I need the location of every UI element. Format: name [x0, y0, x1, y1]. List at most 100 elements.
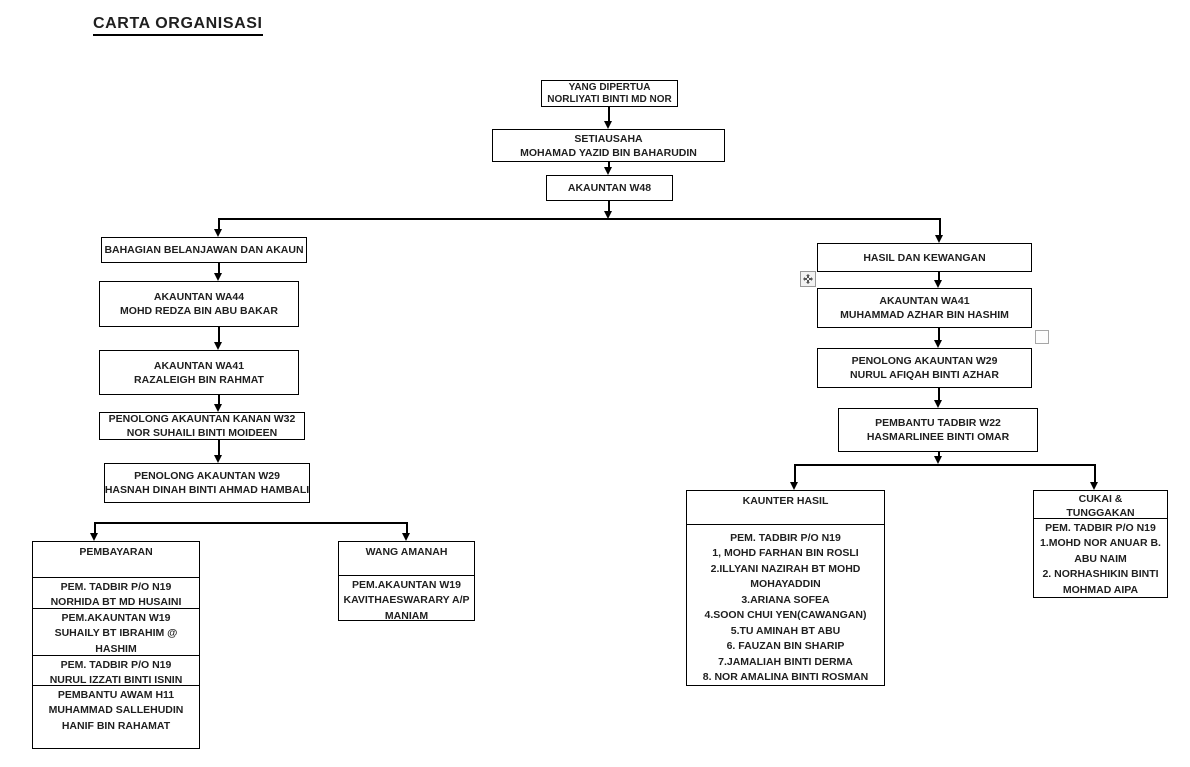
text-line: MOHMAD AIPA [1062, 583, 1139, 596]
selection-handle[interactable] [1035, 330, 1049, 344]
connector-line [1094, 464, 1096, 482]
connector-arrowhead [934, 280, 942, 288]
connector-line [218, 395, 220, 404]
text-line: 2.ILLYANI NAZIRAH BT MOHD [710, 562, 861, 575]
connector-arrowhead [934, 400, 942, 408]
text-line: HASMARLINEE BINTI OMAR [866, 431, 1010, 443]
text-line: PENOLONG AKAUNTAN W29 [851, 355, 998, 367]
connector-line [939, 218, 941, 235]
text-line: AKAUNTAN W48 [567, 182, 652, 194]
connector-line [794, 464, 796, 482]
node-kaunter-hasil: KAUNTER HASIL PEM. TADBIR P/O N19 1, MOHD… [686, 490, 885, 686]
text-line: 5.TU AMINAH BT ABU [730, 624, 841, 637]
connector-line [219, 218, 940, 220]
connector-line [795, 464, 1095, 466]
node-header: WANG AMANAH [365, 546, 448, 558]
connector-arrowhead [934, 456, 942, 464]
connector-line [938, 272, 940, 280]
text-line: NORLIYATI BINTI MD NOR [547, 93, 672, 105]
connector-line [218, 263, 220, 273]
text-line: MOHD REDZA BIN ABU BAKAR [120, 305, 278, 317]
text-line: ABU NAIM [1074, 552, 1127, 565]
connector-line [218, 440, 220, 455]
text-line: BAHAGIAN BELANJAWAN DAN AKAUN [104, 244, 304, 256]
text-line: AKAUNTAN WA41 [153, 359, 245, 372]
connector-arrowhead [214, 455, 222, 463]
connector-line [608, 162, 610, 168]
connector-arrowhead [935, 235, 943, 243]
text-line: HANIF BIN RAHAMAT [61, 719, 171, 732]
text-line: PEMBANTU AWAM H11 [57, 688, 175, 701]
text-line: AKAUNTAN WA41 [879, 295, 970, 307]
text-line: MANIAM [384, 609, 429, 622]
text-line: SETIAUSAHA [574, 132, 643, 145]
node-bahagian-belanjawan: BAHAGIAN BELANJAWAN DAN AKAUN [101, 237, 307, 263]
node-header: KAUNTER HASIL [742, 495, 829, 507]
text-line: PENOLONG AKAUNTAN W29 [134, 470, 280, 482]
node-akauntan-w48: AKAUNTAN W48 [546, 175, 673, 201]
connector-arrowhead [934, 340, 942, 348]
text-line: HASIL DAN KEWANGAN [863, 251, 986, 264]
text-line: PEM. TADBIR P/O N19 [60, 658, 172, 671]
text-line: RAZALEIGH BIN RAHMAT [134, 373, 264, 386]
connector-arrowhead [214, 229, 222, 237]
connector-line [94, 522, 96, 533]
node-header: CUKAI &TUNGGAKAN [1034, 491, 1167, 519]
move-cursor-icon [803, 274, 813, 284]
text-line: 3.ARIANA SOFEA [741, 593, 830, 606]
page-title: CARTA ORGANISASI [93, 15, 263, 36]
move-handle[interactable] [800, 271, 816, 287]
connector-arrowhead [402, 533, 410, 541]
text-line: MOHAMAD YAZID BIN BAHARUDIN [520, 146, 697, 159]
text-line: NOR SUHAILI BINTI MOIDEEN [126, 427, 278, 439]
text-line: 1, MOHD FARHAN BIN ROSLI [712, 547, 859, 559]
connector-arrowhead [790, 482, 798, 490]
table-row: PEM. TADBIR P/O N19 1, MOHD FARHAN BIN RO… [687, 523, 884, 685]
connector-line [95, 522, 407, 524]
text-line: 6. FAUZAN BIN SHARIP [726, 640, 845, 652]
text-line: HASHIM [95, 642, 137, 655]
connector-line [218, 218, 220, 229]
text-line: TUNGGAKAN [1066, 506, 1135, 519]
connector-line [608, 107, 610, 121]
text-line: NURUL IZZATI BINTI ISNIN [49, 674, 183, 686]
text-line: PEM. TADBIR P/O N19 [730, 531, 841, 544]
text-line: 8. NOR AMALINA BINTI ROSMAN [702, 671, 869, 683]
text-line: YANG DIPERTUA [568, 82, 651, 93]
text-line: SUHAILY BT IBRAHIM @ [54, 627, 178, 639]
connector-arrowhead [90, 533, 98, 541]
connector-arrowhead [1090, 482, 1098, 490]
text-line: 7.JAMALIAH BINTI DERMA [718, 655, 853, 668]
text-line: MUHAMMAD AZHAR BIN HASHIM [840, 309, 1009, 321]
connector-line [218, 327, 220, 342]
node-header: PEMBAYARAN [79, 546, 153, 558]
connector-line [608, 201, 610, 211]
connector-arrowhead [604, 121, 612, 129]
connector-arrowhead [604, 211, 612, 219]
text-line: KAVITHAESWARARY A/P [343, 594, 470, 606]
text-line: NORHIDA BT MD HUSAINI [50, 596, 182, 608]
text-line: HASNAH DINAH BINTI AHMAD HAMBALI [104, 484, 310, 496]
text-line: PEM.AKAUNTAN W19 [352, 578, 461, 591]
text-line: PEMBANTU TADBIR W22 [875, 417, 1001, 429]
connector-arrowhead [604, 167, 612, 175]
connector-line [938, 388, 940, 400]
connector-line [938, 328, 940, 340]
